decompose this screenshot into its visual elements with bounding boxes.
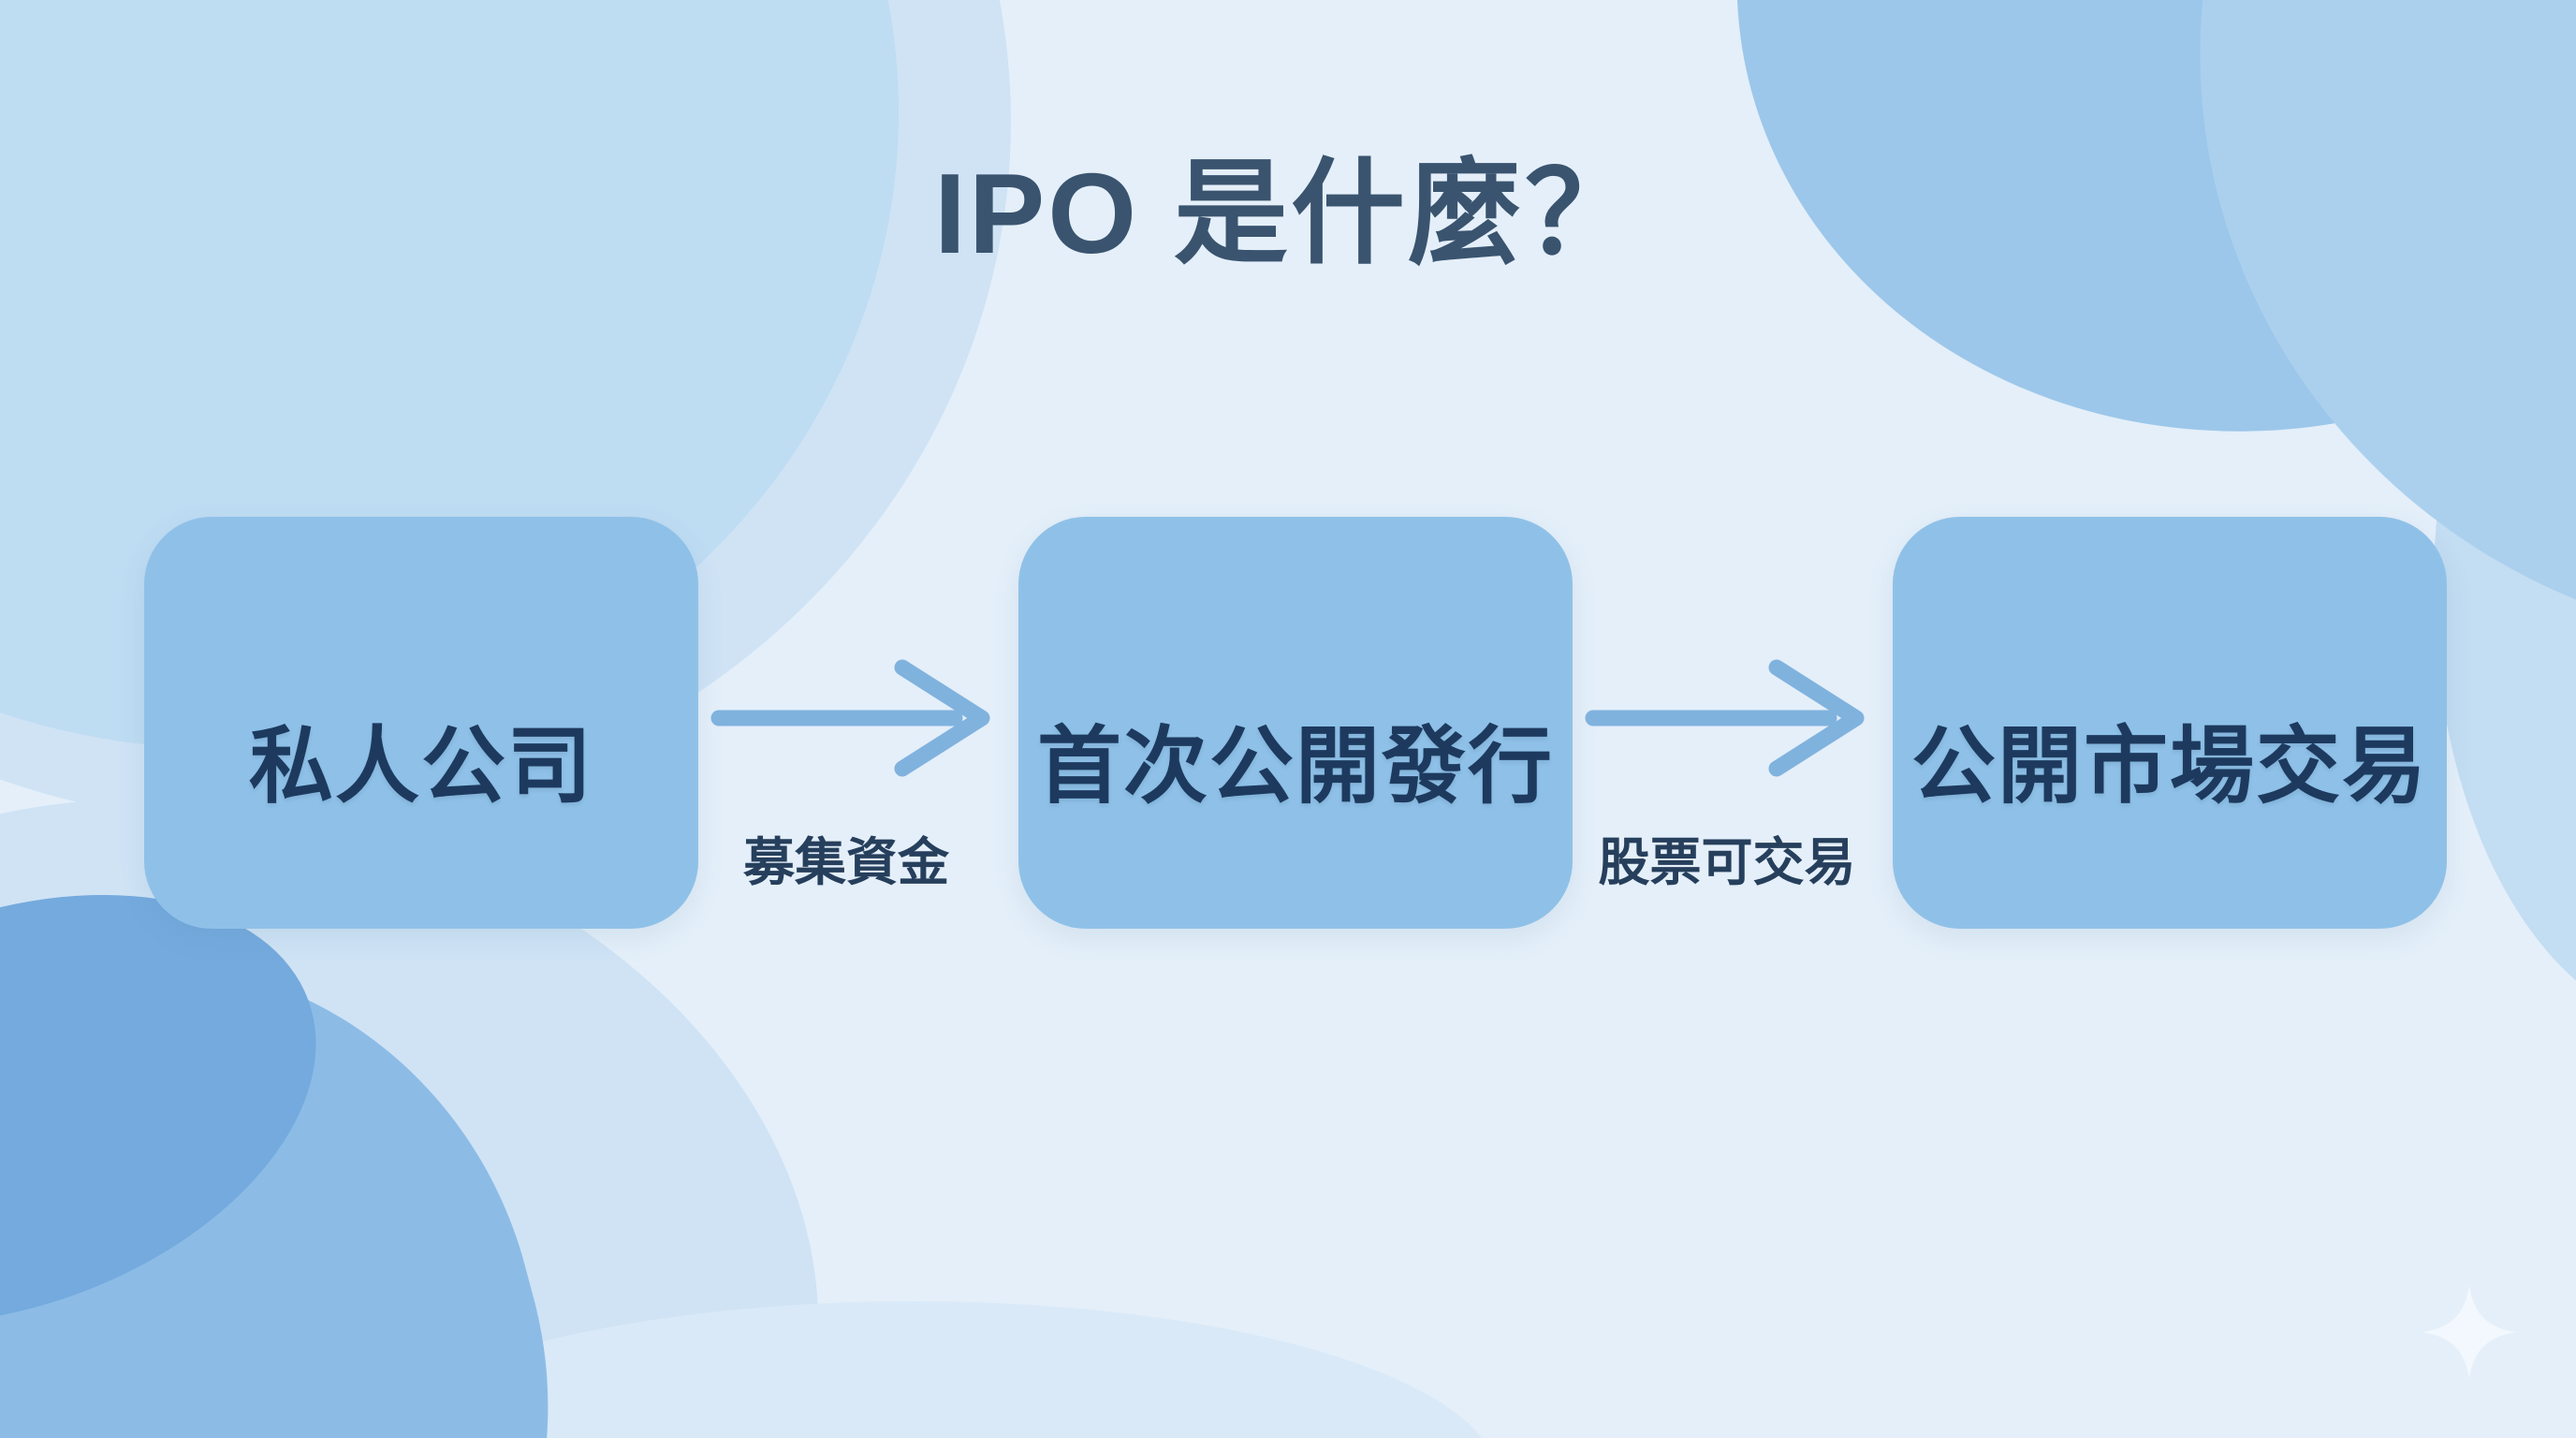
flow-arrow-right-icon (1585, 659, 1865, 777)
connector-label-raise-capital: 募集資金 (742, 833, 949, 891)
flow-node-initial-public-offering: 首次公開發行 (1018, 517, 1573, 929)
flow-node-private-company: 私人公司 (144, 517, 698, 929)
page-title: IPO 是什麼？ (933, 150, 1643, 277)
flow-arrow-right-icon (710, 659, 990, 777)
flow-node-label: 首次公開發行 (1037, 720, 1554, 814)
flow-node-public-market-trading: 公開市場交易 (1893, 517, 2447, 929)
sparkle-icon (2422, 1285, 2516, 1379)
flow-node-label: 公開市場交易 (1911, 720, 2428, 814)
connector-label-shares-tradable: 股票可交易 (1598, 833, 1856, 891)
flow-node-label: 私人公司 (249, 720, 593, 814)
